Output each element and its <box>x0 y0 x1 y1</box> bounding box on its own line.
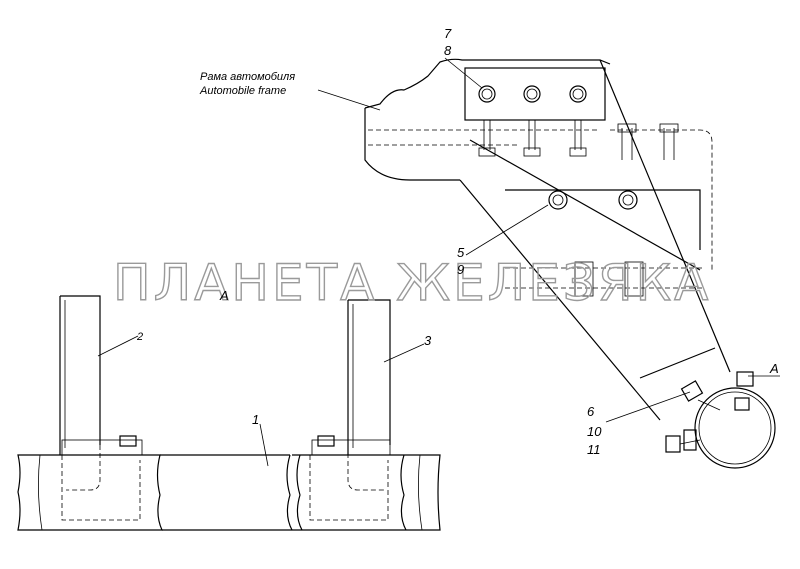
callout-8: 8 <box>444 43 452 58</box>
frame-label-en: Automobile frame <box>199 85 286 97</box>
bolt-head-icon <box>618 190 638 210</box>
section-a-right-marker: A <box>769 361 779 376</box>
bolt-head-icon <box>523 85 541 103</box>
callout-7: 7 <box>444 26 452 41</box>
nut-icon <box>734 397 750 411</box>
frame-label-ru: Рама автомобиля <box>200 71 295 83</box>
leader-lines <box>97 57 780 467</box>
lower-crossbar-assembly <box>17 295 441 531</box>
bolt-head-icon <box>548 190 568 210</box>
section-a-left-marker: A <box>219 288 229 303</box>
watermark-text: ПЛАНЕТА ЖЕЛЕЗЯКА <box>113 254 711 312</box>
bolt-head-icon <box>478 85 496 103</box>
callout-1: 1 <box>252 412 259 427</box>
callout-3: 3 <box>424 333 432 348</box>
callout-11: 11 <box>587 442 601 457</box>
frame-bracket-assembly <box>364 58 776 469</box>
callout-10: 10 <box>587 424 602 439</box>
callout-9: 9 <box>457 262 464 277</box>
bolt-head-icon <box>569 85 587 103</box>
nut-icon <box>683 429 697 451</box>
callout-5: 5 <box>457 245 465 260</box>
nut-icon <box>665 435 681 453</box>
callout-2: 2 <box>136 331 143 343</box>
nut-icon <box>736 371 754 387</box>
nut-icon <box>680 380 704 402</box>
callout-6: 6 <box>587 404 595 419</box>
